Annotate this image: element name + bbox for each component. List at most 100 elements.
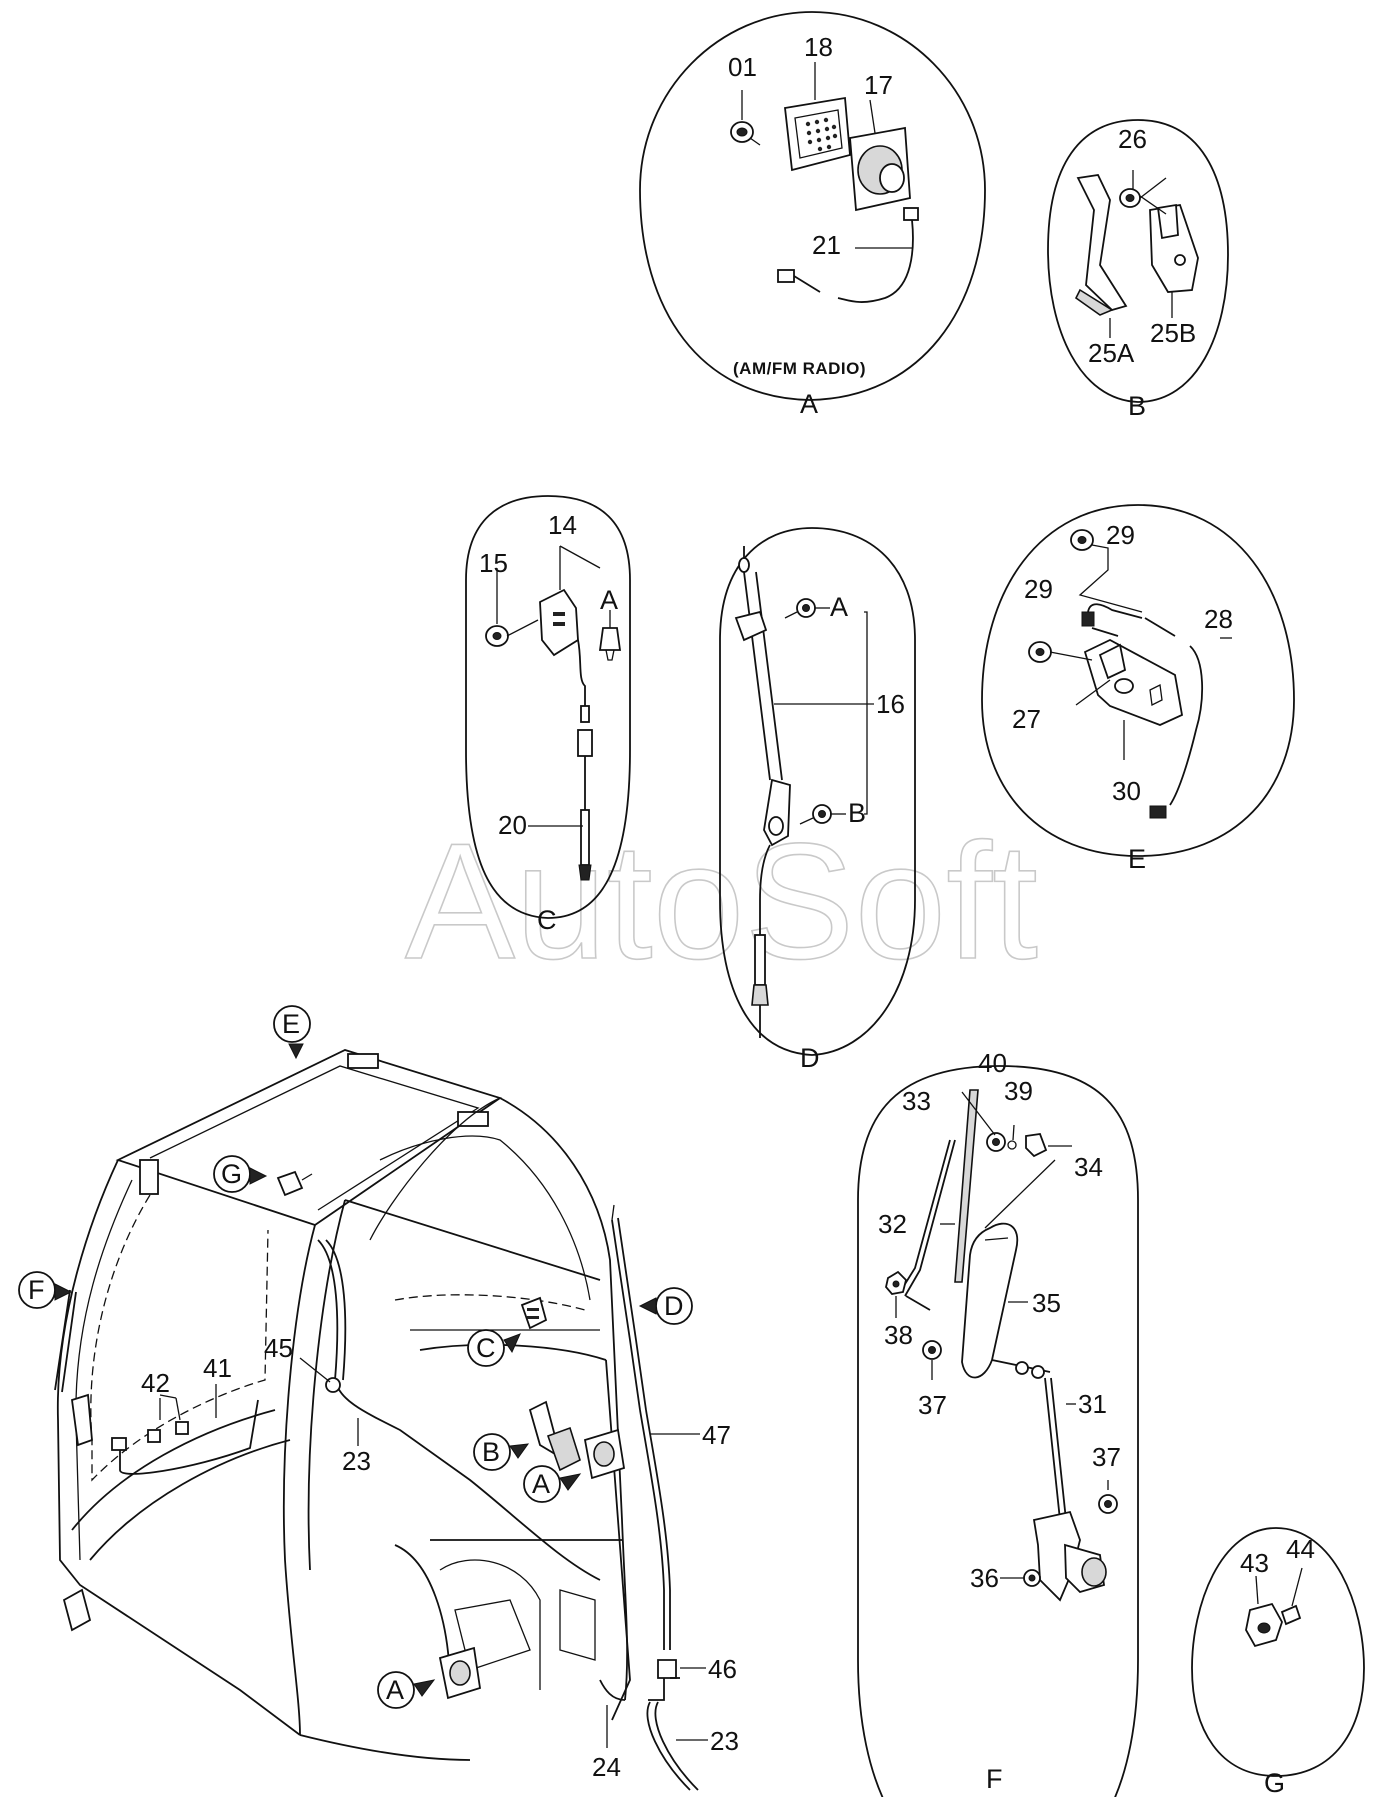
- lamp-harness-icon: [1081, 603, 1203, 819]
- svg-text:C: C: [476, 1333, 496, 1363]
- washer-nozzle-icon: [1245, 1602, 1302, 1648]
- screw-icon: [1098, 1494, 1118, 1514]
- cab-main-view: E G F D C B A: [18, 1005, 739, 1791]
- label-25a: 25A: [1088, 338, 1135, 368]
- detail-f-wiper: 40 39 33 34 32 35 38 37 31 37 36 F: [857, 1048, 1139, 1797]
- label-23-lower: 23: [710, 1726, 739, 1756]
- callout-f: F: [18, 1271, 73, 1309]
- lamp-housing-icon: [1083, 638, 1184, 726]
- watermark: AutoSoft: [405, 809, 1038, 993]
- svg-text:B: B: [482, 1437, 500, 1467]
- screw-icon: [1028, 641, 1052, 663]
- detail-letter-e: E: [1128, 844, 1146, 874]
- detail-a-outline: [639, 11, 986, 401]
- screw-icon: [485, 625, 509, 647]
- detail-letter-b: B: [1128, 391, 1146, 421]
- cab-nozzle-icon: [276, 1170, 313, 1197]
- callout-e: E: [273, 1005, 311, 1060]
- bolt-icon: [799, 804, 832, 825]
- detail-b-pedal: 26 25A 25B B: [1047, 119, 1229, 421]
- callout-a-2: A: [377, 1671, 436, 1709]
- label-44: 44: [1286, 1534, 1315, 1564]
- speaker-grille-icon: [784, 96, 851, 172]
- label-42: 42: [141, 1368, 170, 1398]
- label-31: 31: [1078, 1389, 1107, 1419]
- label-37-a: 37: [918, 1390, 947, 1420]
- detail-b-outline: [1047, 119, 1229, 403]
- detail-letter-f: F: [986, 1764, 1003, 1794]
- label-01: 01: [728, 52, 757, 82]
- label-24: 24: [592, 1752, 621, 1782]
- label-43: 43: [1240, 1548, 1269, 1578]
- detail-c-outline: [465, 495, 631, 919]
- detail-e-outline: [981, 504, 1295, 857]
- screw-icon: [922, 1340, 942, 1360]
- svg-text:A: A: [532, 1469, 550, 1499]
- label-20: 20: [498, 810, 527, 840]
- label-34: 34: [1074, 1152, 1103, 1182]
- callout-g: G: [213, 1155, 268, 1193]
- detail-d-antenna: A 16 B D: [719, 527, 916, 1073]
- screw-icon: [986, 1132, 1017, 1152]
- svg-text:F: F: [28, 1275, 45, 1305]
- callout-d: D: [638, 1287, 693, 1325]
- bolt-icon: [784, 598, 816, 619]
- label-32: 32: [878, 1209, 907, 1239]
- cab-switch-icon: [520, 1296, 548, 1330]
- detail-letter-d: D: [800, 1043, 820, 1073]
- label-45: 45: [264, 1333, 293, 1363]
- label-36: 36: [970, 1563, 999, 1593]
- label-41: 41: [203, 1353, 232, 1383]
- radio-caption: (AM/FM RADIO): [733, 359, 866, 378]
- label-27: 27: [1012, 704, 1041, 734]
- nut-icon: [885, 1270, 907, 1295]
- detail-a-radio-speaker: 01 18 17 21 (AM/FM RADIO) A: [639, 11, 986, 419]
- callout-a-1: A: [523, 1465, 582, 1503]
- label-15: 15: [479, 548, 508, 578]
- detail-f-outline: [857, 1065, 1139, 1797]
- label-29-b: 29: [1024, 574, 1053, 604]
- label-37-b: 37: [1092, 1442, 1121, 1472]
- label-38: 38: [884, 1320, 913, 1350]
- cab-left-frame: [56, 1159, 301, 1736]
- screw-icon: [1119, 188, 1141, 208]
- detail-d-outline: [719, 527, 916, 1056]
- label-17: 17: [864, 70, 893, 100]
- screw-icon: [1023, 1569, 1041, 1587]
- label-30: 30: [1112, 776, 1141, 806]
- cab-wiper-icon: [54, 1289, 93, 1632]
- detail-letter-g: G: [1264, 1768, 1285, 1797]
- label-40: 40: [978, 1048, 1007, 1078]
- lamp-connector-icon: [598, 627, 622, 661]
- callout-b: B: [473, 1433, 530, 1471]
- wiper-blade-icon: [954, 1089, 979, 1283]
- label-28: 28: [1204, 604, 1233, 634]
- pedal-bracket-icon: [1149, 203, 1199, 293]
- switch-icon: [539, 588, 579, 657]
- label-39: 39: [1004, 1076, 1033, 1106]
- label-16: 16: [876, 689, 905, 719]
- detail-letter-a: A: [800, 389, 818, 419]
- wiper-cover-icon: [961, 1222, 1019, 1379]
- bolt-icon: [730, 121, 761, 146]
- wiper-shaft-icon: [991, 1359, 1067, 1521]
- antenna-cable-icon: [577, 639, 593, 881]
- wiper-cap-icon: [1025, 1133, 1048, 1158]
- label-a-c: A: [600, 585, 618, 615]
- svg-text:A: A: [386, 1675, 404, 1705]
- pedal-icon: [1074, 174, 1128, 316]
- detail-g-nozzle: 43 44 G: [1191, 1527, 1365, 1797]
- cab-roof: [115, 1049, 503, 1226]
- cab-speaker-icon: [583, 1428, 626, 1480]
- label-b-d: B: [848, 798, 866, 828]
- label-35: 35: [1032, 1288, 1061, 1318]
- svg-text:D: D: [664, 1291, 684, 1321]
- svg-text:G: G: [221, 1159, 242, 1189]
- screw-icon: [1070, 529, 1094, 551]
- wiper-motor-icon: [1032, 1510, 1107, 1602]
- label-33: 33: [902, 1086, 931, 1116]
- svg-text:E: E: [282, 1009, 300, 1039]
- label-a-d: A: [830, 592, 848, 622]
- label-25b: 25B: [1150, 318, 1196, 348]
